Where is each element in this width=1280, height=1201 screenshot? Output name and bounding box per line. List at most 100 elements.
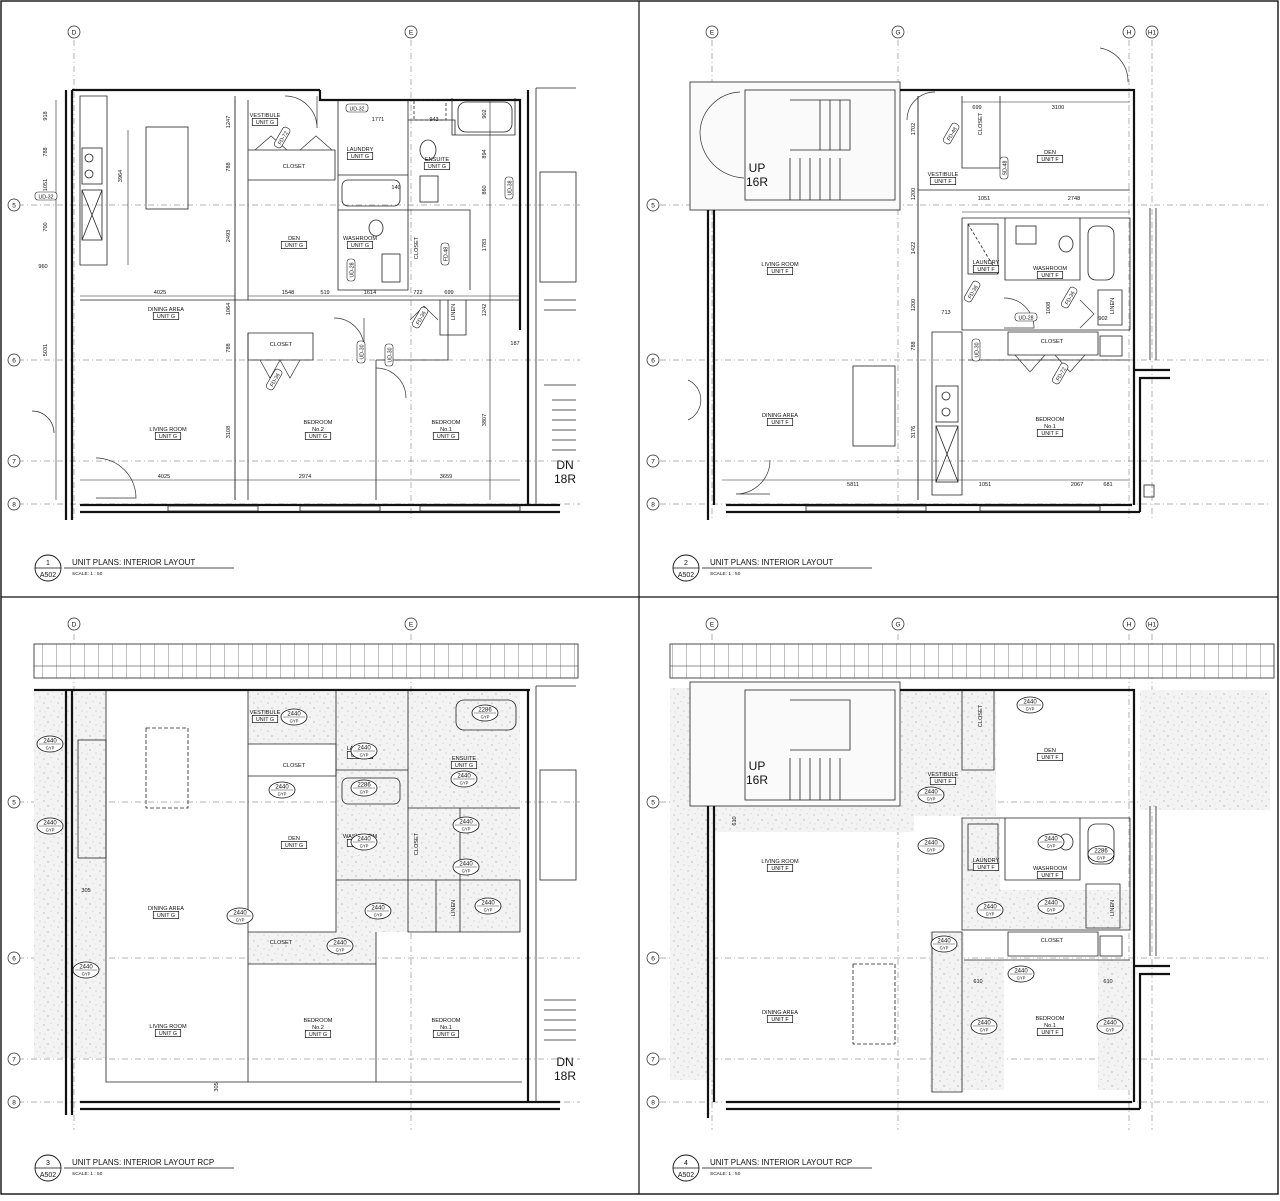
unit-tag-box xyxy=(251,715,279,723)
door-tag-label: FD-48 xyxy=(946,126,958,142)
door-tag: FD-48 xyxy=(440,242,450,266)
room-name: CLOSET xyxy=(414,832,420,855)
unit-tag-box xyxy=(280,841,308,849)
grid-row-label: 6 xyxy=(12,358,16,365)
ceiling-height: 2440 xyxy=(43,821,57,827)
dimension-value: 3108 xyxy=(226,426,232,438)
ceiling-material: GYP xyxy=(236,918,245,923)
door-tag-outline xyxy=(34,191,58,201)
unit-tag-box xyxy=(251,118,279,126)
unit-tag: UNIT G xyxy=(351,154,369,160)
room-name: LINEN xyxy=(451,304,457,320)
unit-tag: UNIT G xyxy=(157,913,175,919)
dimension-value: 5031 xyxy=(43,344,49,356)
ceiling-material: GYP xyxy=(462,869,471,874)
room-name: DEN xyxy=(288,836,300,842)
door-tag-outline xyxy=(963,280,981,303)
grid-column-label: H xyxy=(1127,622,1132,629)
ceiling-material: GYP xyxy=(46,828,55,833)
stair-direction: UP xyxy=(749,161,766,175)
unit-tag: UNIT F xyxy=(1041,1030,1059,1036)
view-scale: SCALE: 1 : 50 xyxy=(72,571,103,577)
grid-row-bubble xyxy=(646,1052,660,1066)
room-number: No.1 xyxy=(440,427,452,433)
view-title: UNIT PLANS: INTERIOR LAYOUT RCP xyxy=(710,1158,852,1167)
dimension-value: 943 xyxy=(429,117,438,123)
dimension-value: 788 xyxy=(226,162,232,171)
room-label: LINEN xyxy=(1110,900,1116,916)
room-name: VESTIBULE xyxy=(928,172,959,178)
dimension-value: 902 xyxy=(482,109,488,118)
door-tag: UD-28 xyxy=(346,258,356,282)
room-name: LINEN xyxy=(1110,298,1116,314)
room-name: LIVING ROOM xyxy=(149,1024,187,1030)
sheet-reference: A502 xyxy=(678,572,694,579)
room-label: CLOSET xyxy=(270,342,293,348)
unit-tag: UNIT G xyxy=(437,434,455,440)
grid-column-label: E xyxy=(409,30,414,37)
room-name: ENSUITE xyxy=(452,756,477,762)
dimension-value: 788 xyxy=(226,343,232,352)
door-tag-outline xyxy=(265,368,283,391)
dimension-value: 1051 xyxy=(979,482,991,488)
door-tag-outline xyxy=(1014,312,1038,322)
dimension-value: 305 xyxy=(81,888,90,894)
view-scale: SCALE: 1 : 50 xyxy=(710,1171,741,1177)
unit-tag-box xyxy=(432,432,460,440)
unit-tag: UNIT G xyxy=(309,434,327,440)
unit-tag-box xyxy=(1036,1028,1064,1036)
room-label: LINEN xyxy=(451,304,457,320)
ceiling-height: 2286 xyxy=(1094,849,1108,855)
unit-tag: UNIT F xyxy=(934,779,952,785)
grid-row-label: 5 xyxy=(12,800,16,807)
ceiling-height: 2440 xyxy=(333,941,347,947)
unit-tag-box xyxy=(154,1029,182,1037)
panel-unit-g-rcp xyxy=(18,634,580,1130)
room-name: LIVING ROOM xyxy=(761,262,799,268)
ceiling-height: 2440 xyxy=(357,746,371,752)
door-tag-label: UD-32 xyxy=(39,195,54,201)
room-name: DINING AREA xyxy=(762,1010,798,1016)
unit-tag: UNIT G xyxy=(256,717,274,723)
door-tag: FD-72 xyxy=(1051,362,1069,385)
room-name: CLOSET xyxy=(1041,938,1064,944)
unit-tag: UNIT G xyxy=(157,314,175,320)
ceiling-height: 2440 xyxy=(43,739,57,745)
grid-column-bubble xyxy=(404,617,418,631)
sheet-reference: A502 xyxy=(40,572,56,579)
room-name: BEDROOM xyxy=(1036,417,1065,423)
room-label: CLOSET xyxy=(978,112,984,135)
unit-tag-box xyxy=(1036,871,1064,879)
door-tag-label: UD-32 xyxy=(350,107,365,113)
room-label: LINEN xyxy=(1110,298,1116,314)
ceiling-height: 2286 xyxy=(478,708,492,714)
dimension-value: 860 xyxy=(482,185,488,194)
unit-tag: UNIT F xyxy=(1041,157,1059,163)
dimension-value: 681 xyxy=(1103,482,1112,488)
room-number: No.2 xyxy=(312,427,324,433)
room-name: BEDROOM xyxy=(1036,1016,1065,1022)
dimension-value: 699 xyxy=(444,290,453,296)
door-tag: FD-48 xyxy=(942,122,960,145)
door-tag-label: UD-30 xyxy=(388,347,394,362)
door-tag-label: FD-72 xyxy=(277,130,289,146)
room-label: CLOSET xyxy=(414,832,420,855)
room-name: DINING AREA xyxy=(762,413,798,419)
ceiling-height: 2440 xyxy=(287,712,301,718)
